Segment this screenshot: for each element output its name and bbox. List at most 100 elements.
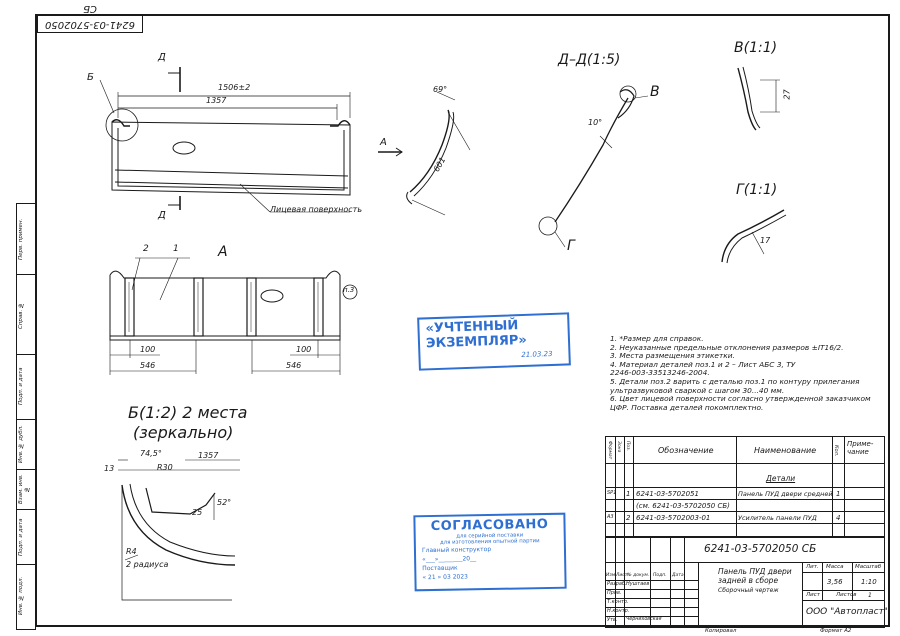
drawing-frame [35,14,890,627]
row-qty: 4 [836,514,841,522]
section-marker-d-bottom: Д [158,210,166,221]
title-name-2: задней в сборе [718,576,779,585]
sheet-label: Лист [806,592,820,598]
row-name: Панель ПУД двери средней [738,490,833,498]
role-tkontr: Т.контр. [607,599,629,605]
dim-546-right: 546 [286,361,302,370]
role-razrab: Разраб. [607,581,627,587]
mass-label: Масса [826,564,844,570]
face-label: Лицевая поверхность [270,205,363,214]
note-line: 6. Цвет лицевой поверхности согласно утв… [610,394,871,404]
dim-546-left: 546 [140,361,156,370]
note-3-callout: п.3 [343,286,355,294]
section-dd-v: В [650,84,660,100]
col-note: Приме-чание [847,440,874,456]
note-line: 3. Места размещения этикетки. [610,351,735,361]
position-2: 2 [143,244,149,254]
detail-g [721,209,787,264]
scale-label: Масштаб [855,564,882,570]
col-date: Дата [672,573,684,578]
section-dd-angle: 10° [588,118,603,127]
row-designation: 6241-03-5702003-01 [636,514,711,522]
detail-b-1357: 1357 [198,451,219,460]
view-a [109,257,358,375]
mass-value: 3,56 [827,578,843,586]
col-sign: Подп. [653,573,667,578]
detail-b-13: 13 [104,464,115,473]
note-line: ультразвуковой сваркой с шагом 30...40 м… [610,385,785,395]
note-line: 5. Детали поз.2 варить с деталью поз.1 п… [610,376,860,386]
registered-copy-stamp: «УЧТЕННЫЙ ЭКЗЕМПЛЯР» 21.03.23 [417,312,571,371]
col-name: Наименование [754,446,817,455]
title-block: 6241-03-5702050 СБ Панель ПУД двери задн… [605,536,888,628]
row-qty: 1 [836,490,841,498]
sheets-value: 1 [868,592,872,599]
detail-b-angle: 74,5° [140,449,162,458]
col-designation: Обозначение [658,446,714,455]
section-dd-g: Г [567,238,575,254]
col-doc: № докум. [627,573,650,578]
section-dd [538,85,649,248]
col-izm: Изм [606,573,616,578]
utv-name: Черниховская [626,617,662,622]
row-format: A3 [607,514,614,520]
sheets-label: Листов [836,592,857,598]
detail-b-25: 25 [192,508,203,517]
copied-label: Копировал [705,628,737,634]
technical-notes: 1. *Размер для справок. 2. Неуказанные п… [610,334,882,412]
detail-b-subtitle: (зеркально) [133,423,234,442]
agreed-row: « 21 » 03 2023 [422,573,469,582]
razrab-name: Нуштаев [626,581,650,587]
detail-v [737,66,780,131]
format-label: Формат А2 [820,628,852,634]
note-line: 1. *Размер для справок. [610,334,704,343]
lit-label: Лит. [806,564,819,570]
row-designation: (см. 6241-03-5702050 СБ) [636,502,730,510]
detail-b-r4: R4 [126,547,137,556]
detail-b-title: Б(1:2) 2 места [128,403,248,422]
company-name: ООО "Автопласт" [806,607,888,617]
position-1: 1 [173,244,179,254]
title-name-3: Сборочный чертеж [718,587,779,594]
col-list: Лист [616,573,628,578]
dim-1357: 1357 [206,96,227,105]
role-utv: Утв. [607,617,618,623]
section-details: Детали [766,474,796,483]
row-pos: 1 [626,490,631,498]
row-pos: 2 [626,514,631,522]
role-nkontr: Н.контр. [607,608,630,614]
col-qty: Кол. [833,445,839,457]
dim-100-right: 100 [296,345,312,354]
agreed-title: СОГЛАСОВАНО [430,516,549,535]
note-line: ЦФР. Поставка деталей покомплектно. [610,402,764,412]
detail-v-dim: 27 [782,89,792,100]
view-a-title: А [218,244,228,260]
dim-100-left: 100 [140,345,156,354]
scale-value: 1:10 [861,578,877,586]
detail-b-r30: R30 [157,463,173,472]
detail-b-radii: 2 радиуса [126,560,169,569]
left-sidebar: Перв. примен. Справ. № Подп. и дата Инв.… [16,203,36,630]
row-designation: 6241-03-5702051 [636,490,699,498]
col-pos: Поз. [625,441,630,451]
detail-b-52: 52° [217,498,232,507]
section-marker-d-top: Д [158,52,166,63]
role-prov: Пров. [607,590,622,596]
profile-view [378,91,471,216]
title-code: 6241-03-5702050 СБ [704,543,817,555]
row-format: SP1 [607,490,617,496]
front-view [99,67,351,213]
dim-1506: 1506±2 [218,83,251,92]
detail-g-dim: 17 [760,236,771,245]
row-name: Усилитель панели ПУД [738,514,817,522]
title-name-1: Панель ПУД двери [718,567,792,576]
specification-table: Формат Зона Поз. Обозначение Наименовани… [605,436,885,538]
col-format: Формат [607,441,612,460]
profile-angle: 69° [433,85,448,94]
detail-b [118,459,240,601]
section-dd-title: Д–Д(1:5) [558,52,621,68]
note-line: 2246-003-33513246-2004. [610,368,710,378]
note-line: 4. Материал деталей поз.1 и 2 – Лист АБС… [610,359,796,369]
callout-b: Б [87,72,94,83]
